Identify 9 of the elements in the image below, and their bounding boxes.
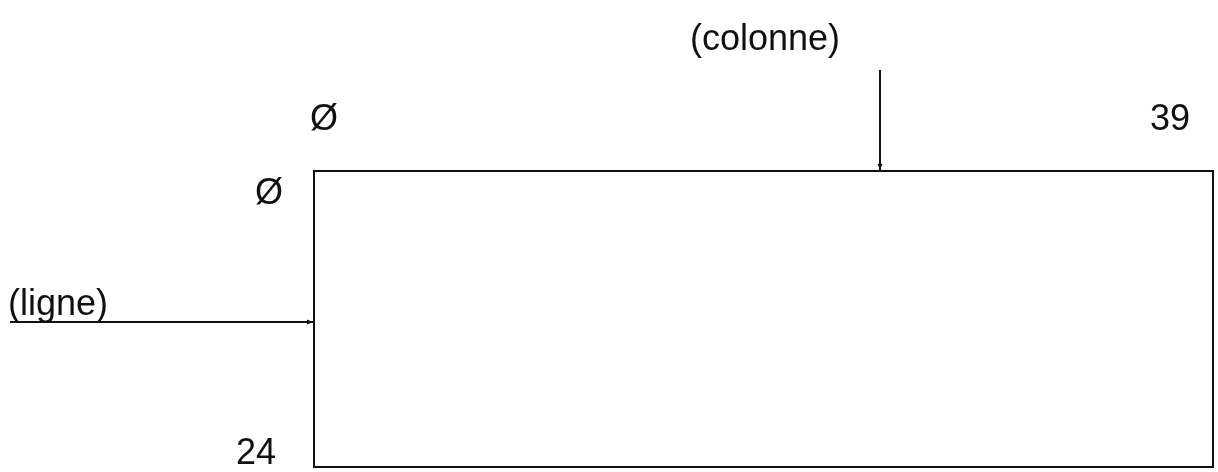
start-column-number: Ø [310, 98, 338, 138]
end-column-number: 39 [1150, 98, 1191, 138]
end-row-number: 24 [236, 432, 277, 472]
start-row-number: Ø [255, 172, 283, 212]
column-label: (colonne) [650, 18, 880, 70]
screen-rectangle [313, 170, 1214, 468]
arrow [877, 69, 883, 171]
arrow [9, 319, 314, 325]
row-label: (ligne) [8, 283, 158, 321]
